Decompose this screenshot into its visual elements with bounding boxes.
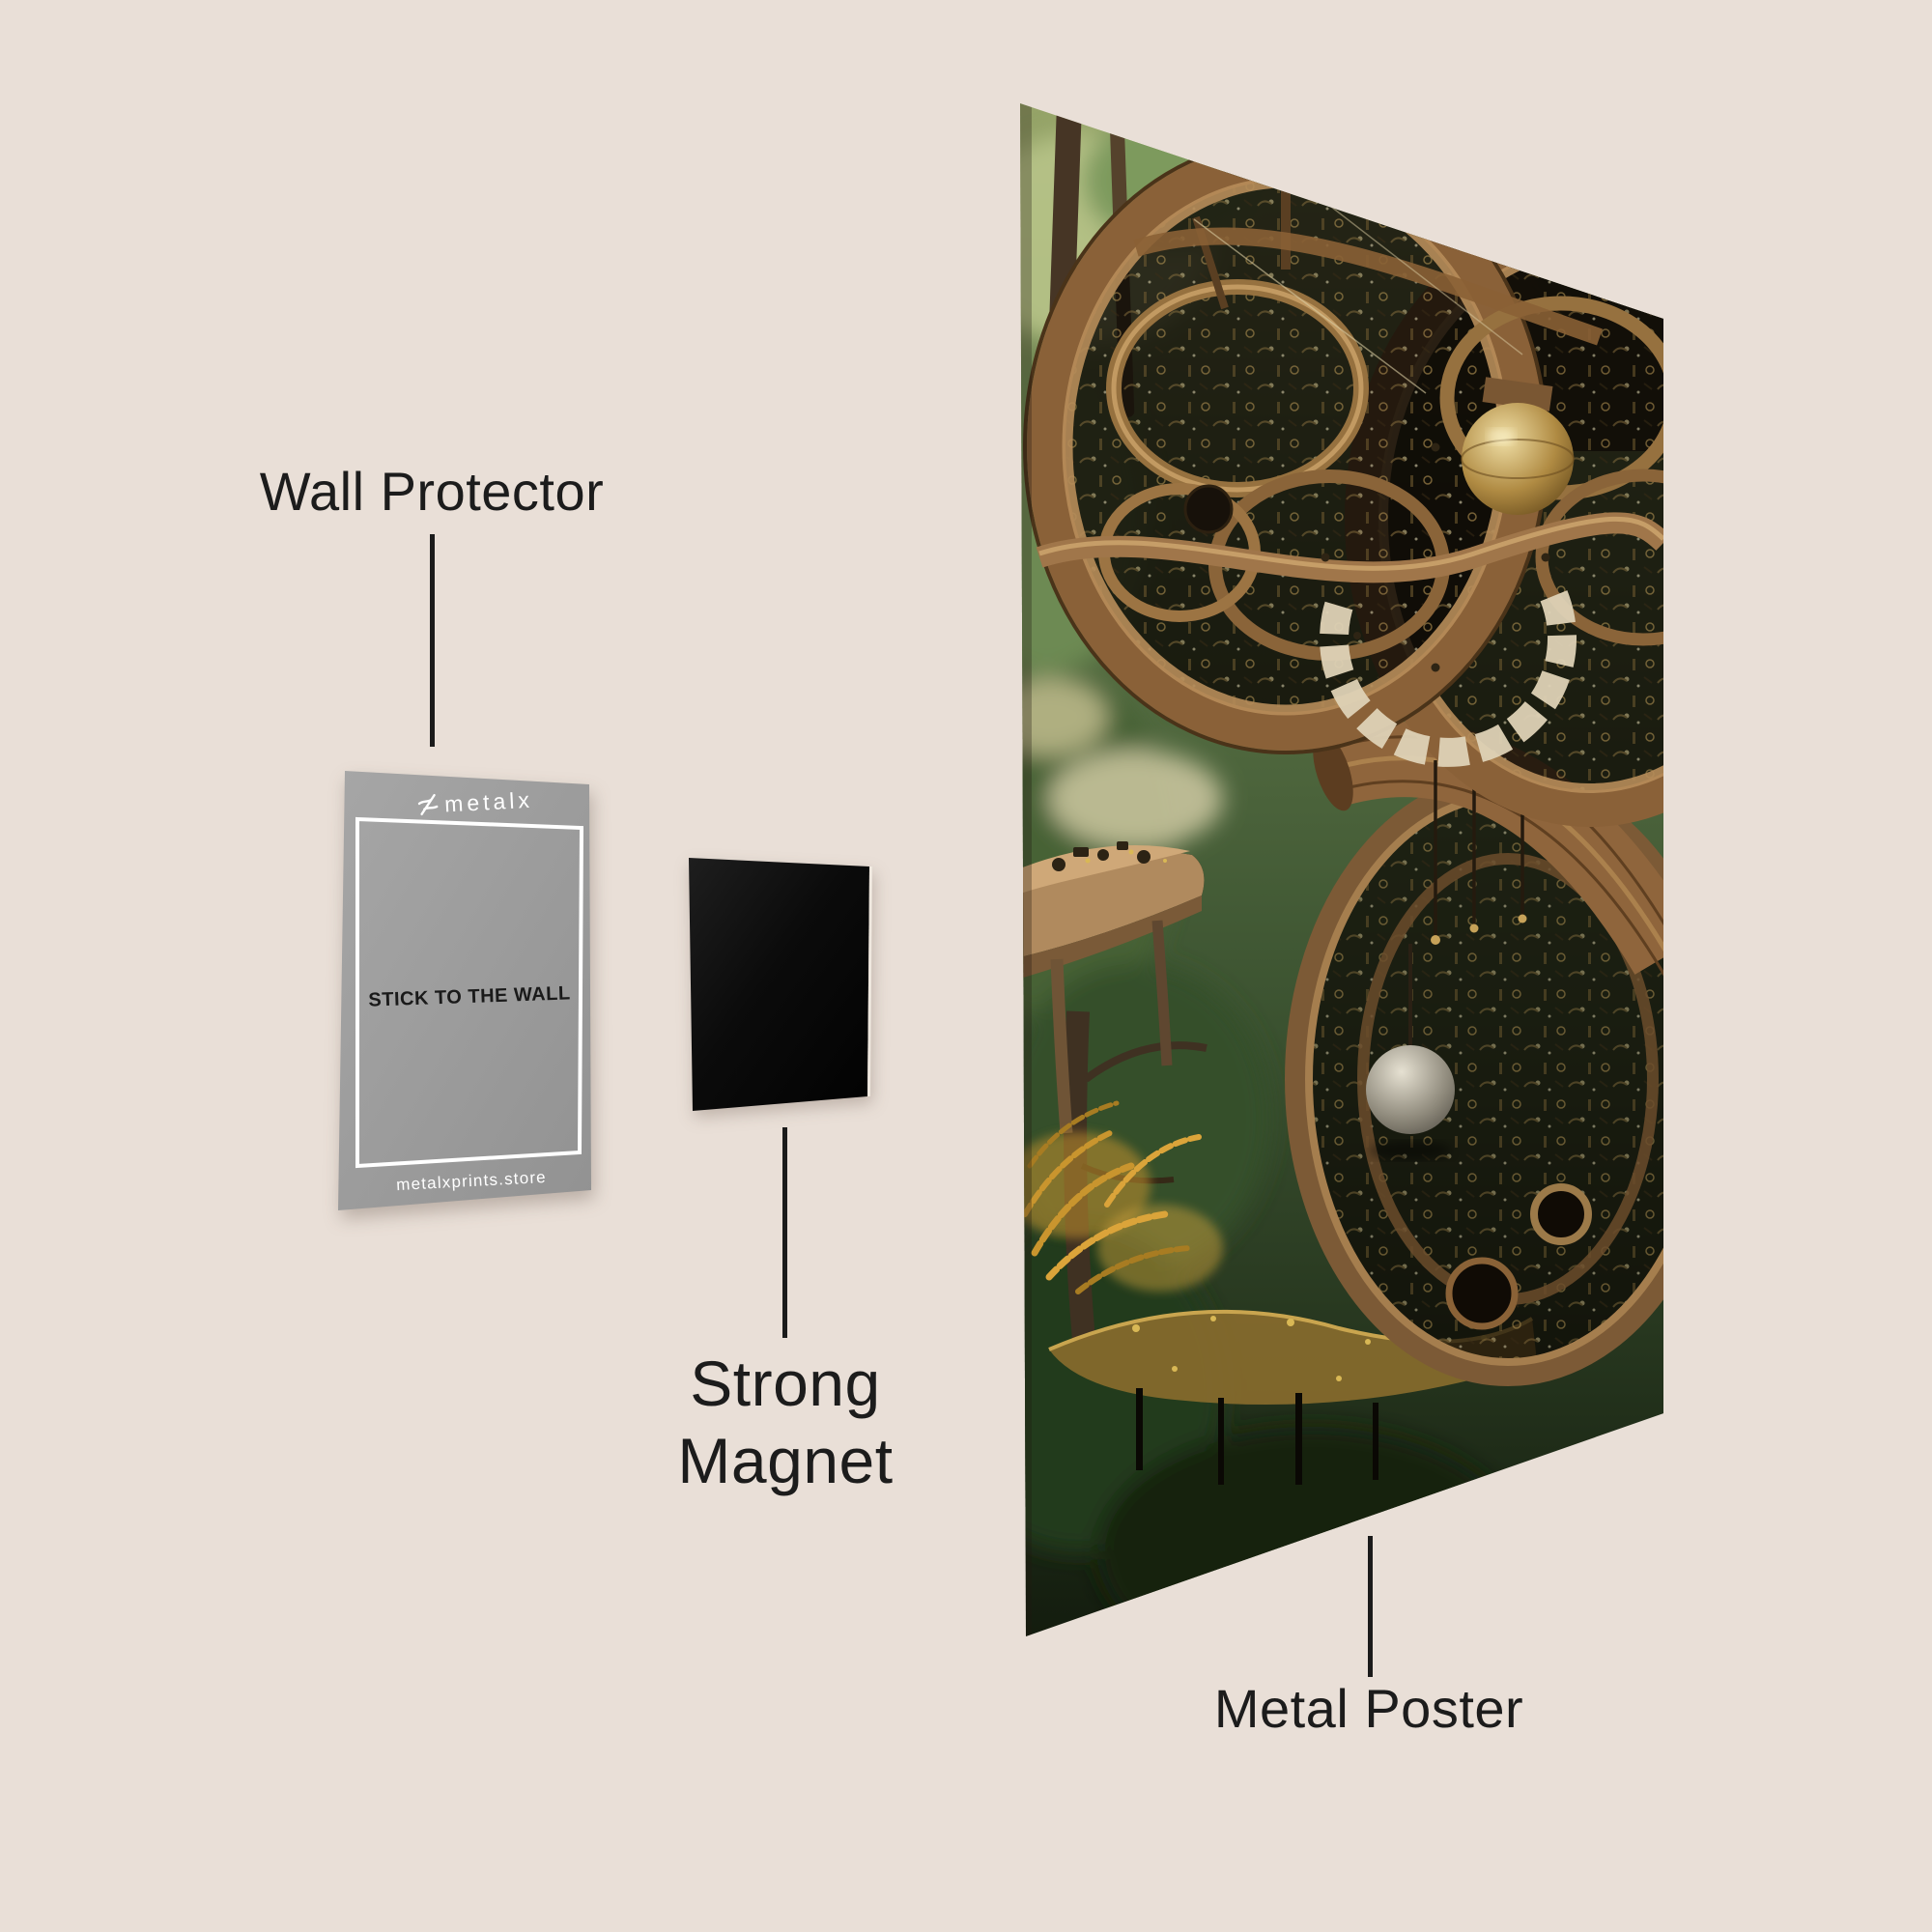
wall-protector-label: Wall Protector — [259, 461, 605, 522]
silver-sphere — [1366, 1045, 1455, 1134]
metalx-logo-icon — [417, 793, 439, 816]
card-inner-border — [355, 816, 584, 1169]
wall-protector-card: metalx STICK TO THE WALL metalxprints.st… — [338, 771, 591, 1210]
metalx-logo: metalx — [417, 787, 534, 817]
strong-magnet-label-line2: Magnet — [677, 1425, 894, 1496]
dark-orb — [1183, 484, 1234, 534]
magnet-connector-line — [782, 1127, 787, 1338]
strong-magnet-label-line1: Strong — [690, 1348, 881, 1419]
brass-globe — [1462, 403, 1574, 515]
magnet-face — [689, 858, 869, 1111]
metalx-logo-text: metalx — [444, 787, 534, 817]
magnet-square — [688, 857, 872, 1114]
card-face — [338, 771, 591, 1210]
cream-gear-arc — [1320, 580, 1577, 767]
metal-poster-label: Metal Poster — [1213, 1678, 1524, 1739]
fern-plants — [1020, 1100, 1223, 1294]
rod-knobs — [1431, 914, 1527, 945]
metal-poster-artwork — [1020, 103, 1663, 1636]
strong-magnet-label: Strong Magnet — [496, 1345, 1075, 1499]
upper-oval-machine — [1023, 138, 1663, 827]
poster-connector-line — [1368, 1536, 1373, 1677]
wall-protector-connector-line — [430, 534, 435, 747]
wooden-platform — [1020, 841, 1205, 1134]
magnet-edge-highlight — [867, 866, 872, 1097]
brass-machinery-band — [1048, 1309, 1537, 1485]
